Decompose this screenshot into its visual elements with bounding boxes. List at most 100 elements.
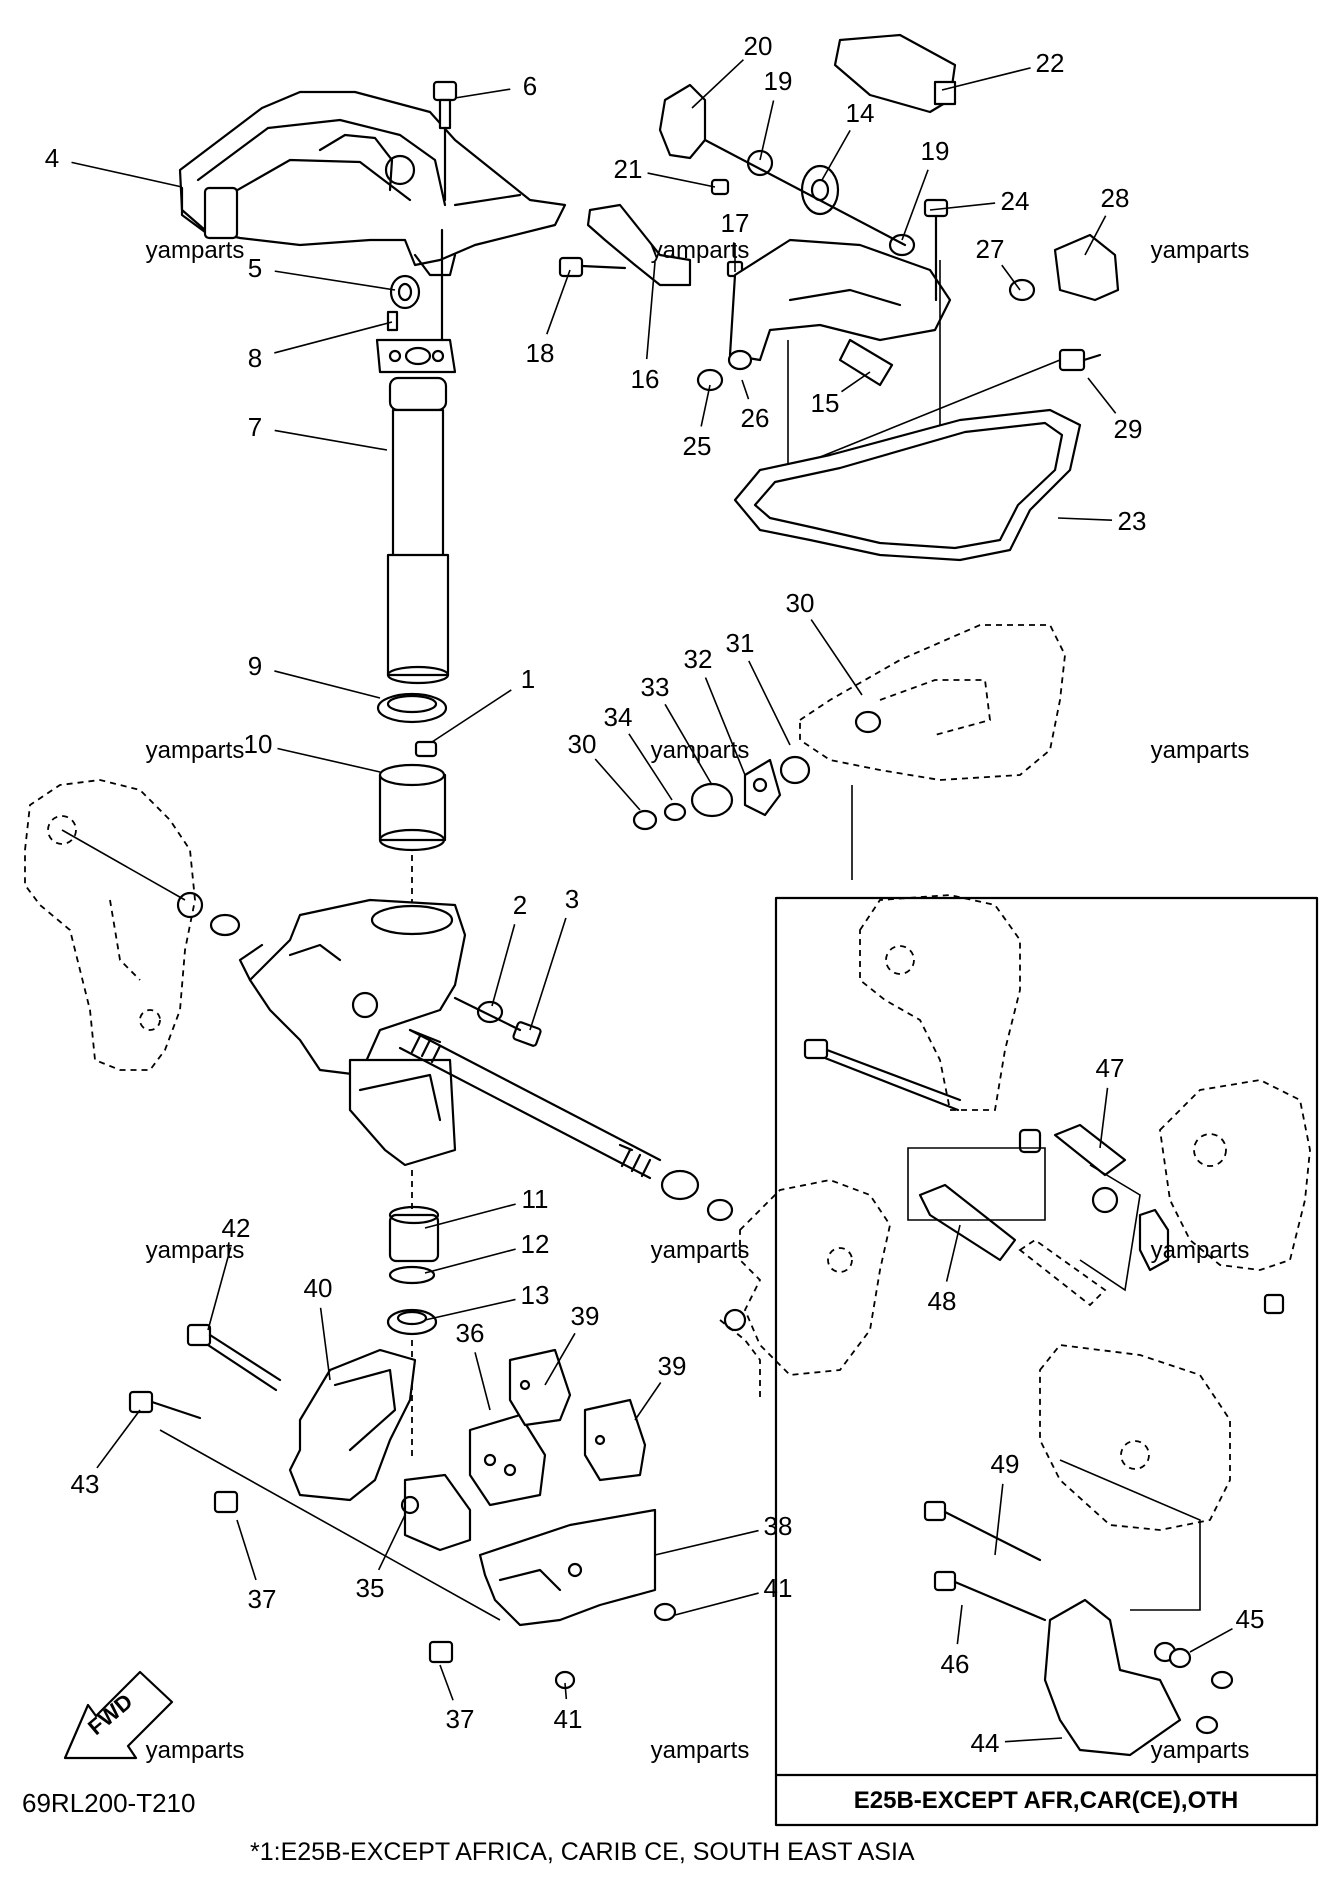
leader-line-11 [424, 1203, 516, 1229]
mount-bracket-38-drawing [428, 1508, 677, 1690]
leader-line-39 [634, 1382, 662, 1421]
callout-30: 30 [568, 729, 597, 759]
callout-45: 45 [1236, 1604, 1265, 1634]
watermark-text: yamparts [146, 237, 245, 264]
leader-line-32 [704, 677, 746, 776]
callout-19: 19 [921, 136, 950, 166]
swivel-bracket-drawing [238, 898, 467, 1167]
watermark-text: yamparts [651, 1237, 750, 1264]
leader-line-2 [491, 924, 516, 1007]
steering-column-top-drawing [375, 228, 457, 374]
leader-line-47 [1099, 1087, 1109, 1149]
footnote: *1:E25B-EXCEPT AFRICA, CARIB CE, SOUTH E… [250, 1838, 915, 1866]
callout-30: 30 [786, 588, 815, 618]
watermark-text: yamparts [1151, 1237, 1250, 1264]
callout-40: 40 [304, 1273, 333, 1303]
leader-line-27 [1001, 264, 1021, 291]
upper-bushings-drawing [376, 692, 448, 920]
leader-line-25 [700, 384, 711, 427]
callout-3: 3 [565, 884, 579, 914]
callout-18: 18 [526, 338, 555, 368]
callout-32: 32 [684, 644, 713, 674]
callout-1: 1 [521, 664, 535, 694]
callout-37: 37 [446, 1704, 475, 1734]
callout-47: 47 [1096, 1053, 1125, 1083]
clamp-bracket-left-drawing [24, 779, 241, 1071]
leader-line-37 [236, 1519, 257, 1581]
leader-line-23 [1057, 517, 1113, 521]
watermark-text: yamparts [1151, 1737, 1250, 1764]
leader-line-30 [810, 619, 863, 696]
callout-9: 9 [248, 651, 262, 681]
callout-6: 6 [523, 71, 537, 101]
leader-line-41 [564, 1682, 568, 1700]
callout-38: 38 [764, 1511, 793, 1541]
leader-line-38 [654, 1529, 759, 1556]
callout-5: 5 [248, 253, 262, 283]
leader-line-45 [1189, 1627, 1233, 1653]
callout-23: 23 [1118, 506, 1147, 536]
callout-19: 19 [764, 66, 793, 96]
leader-line-21 [647, 172, 716, 188]
callout-26: 26 [741, 403, 770, 433]
callout-48: 48 [928, 1286, 957, 1316]
leader-line-35 [377, 1514, 406, 1571]
callout-43: 43 [71, 1469, 100, 1499]
leader-line-42 [207, 1247, 232, 1331]
leader-line-5 [274, 270, 396, 291]
leader-line-15 [841, 371, 871, 393]
leader-line-7 [274, 429, 388, 451]
callout-13: 13 [521, 1280, 550, 1310]
callout-35: 35 [356, 1573, 385, 1603]
inset-title: E25B-EXCEPT AFR,CAR(CE),OTH [854, 1787, 1238, 1814]
upper-mount-cluster-drawing [558, 33, 1120, 520]
leader-line-33 [664, 703, 713, 786]
inset-upper-drawing [803, 894, 1311, 1315]
leader-line-18 [546, 269, 571, 335]
callout-2: 2 [513, 890, 527, 920]
gasket-23-drawing [733, 408, 1082, 562]
clamp-bracket-right-drawing [719, 1179, 891, 1400]
watermark-text: yamparts [651, 737, 750, 764]
callout-17: 17 [721, 208, 750, 238]
leader-line-34 [628, 733, 673, 801]
leader-line-1 [431, 689, 512, 743]
tilt-shaft-drawing [398, 1028, 734, 1222]
line-art [24, 33, 1319, 1827]
leader-line-12 [424, 1248, 516, 1274]
callout-8: 8 [248, 343, 262, 373]
callout-44: 44 [971, 1728, 1000, 1758]
watermark-text: yamparts [146, 737, 245, 764]
steering-shaft-drawing [386, 376, 450, 685]
callout-16: 16 [631, 364, 660, 394]
callout-21: 21 [614, 154, 643, 184]
lower-mount-drawing [128, 1323, 501, 1621]
leader-line-16 [645, 261, 656, 360]
leader-line-36 [474, 1352, 491, 1411]
callout-22: 22 [1036, 48, 1065, 78]
leader-line-9 [274, 670, 381, 699]
leader-line-14 [821, 130, 851, 181]
watermark-text: yamparts [1151, 737, 1250, 764]
inset-frame [774, 896, 1319, 1827]
lower-bushings-drawing [386, 1170, 440, 1460]
callout-39: 39 [571, 1301, 600, 1331]
leader-line-43 [96, 1409, 141, 1469]
steering-bracket-drawing [178, 90, 567, 277]
callout-11: 11 [522, 1184, 549, 1214]
leader-line-6 [454, 88, 511, 99]
bolt-3-washer-2-drawing [453, 996, 542, 1047]
watermarks: yamparts yamparts yamparts yamparts yamparts… [146, 237, 1250, 1764]
callout-20: 20 [744, 31, 773, 61]
callout-10: 10 [244, 729, 273, 759]
leader-line-22 [941, 67, 1031, 91]
diagram-code: 69RL200-T210 [22, 1788, 195, 1818]
leader-line-24 [929, 202, 996, 211]
callout-27: 27 [976, 234, 1005, 264]
watermark-text: yamparts [1151, 237, 1250, 264]
callout-leaders [71, 59, 1233, 1743]
leader-line-31 [748, 660, 791, 746]
callout-28: 28 [1101, 183, 1130, 213]
callout-7: 7 [248, 412, 262, 442]
